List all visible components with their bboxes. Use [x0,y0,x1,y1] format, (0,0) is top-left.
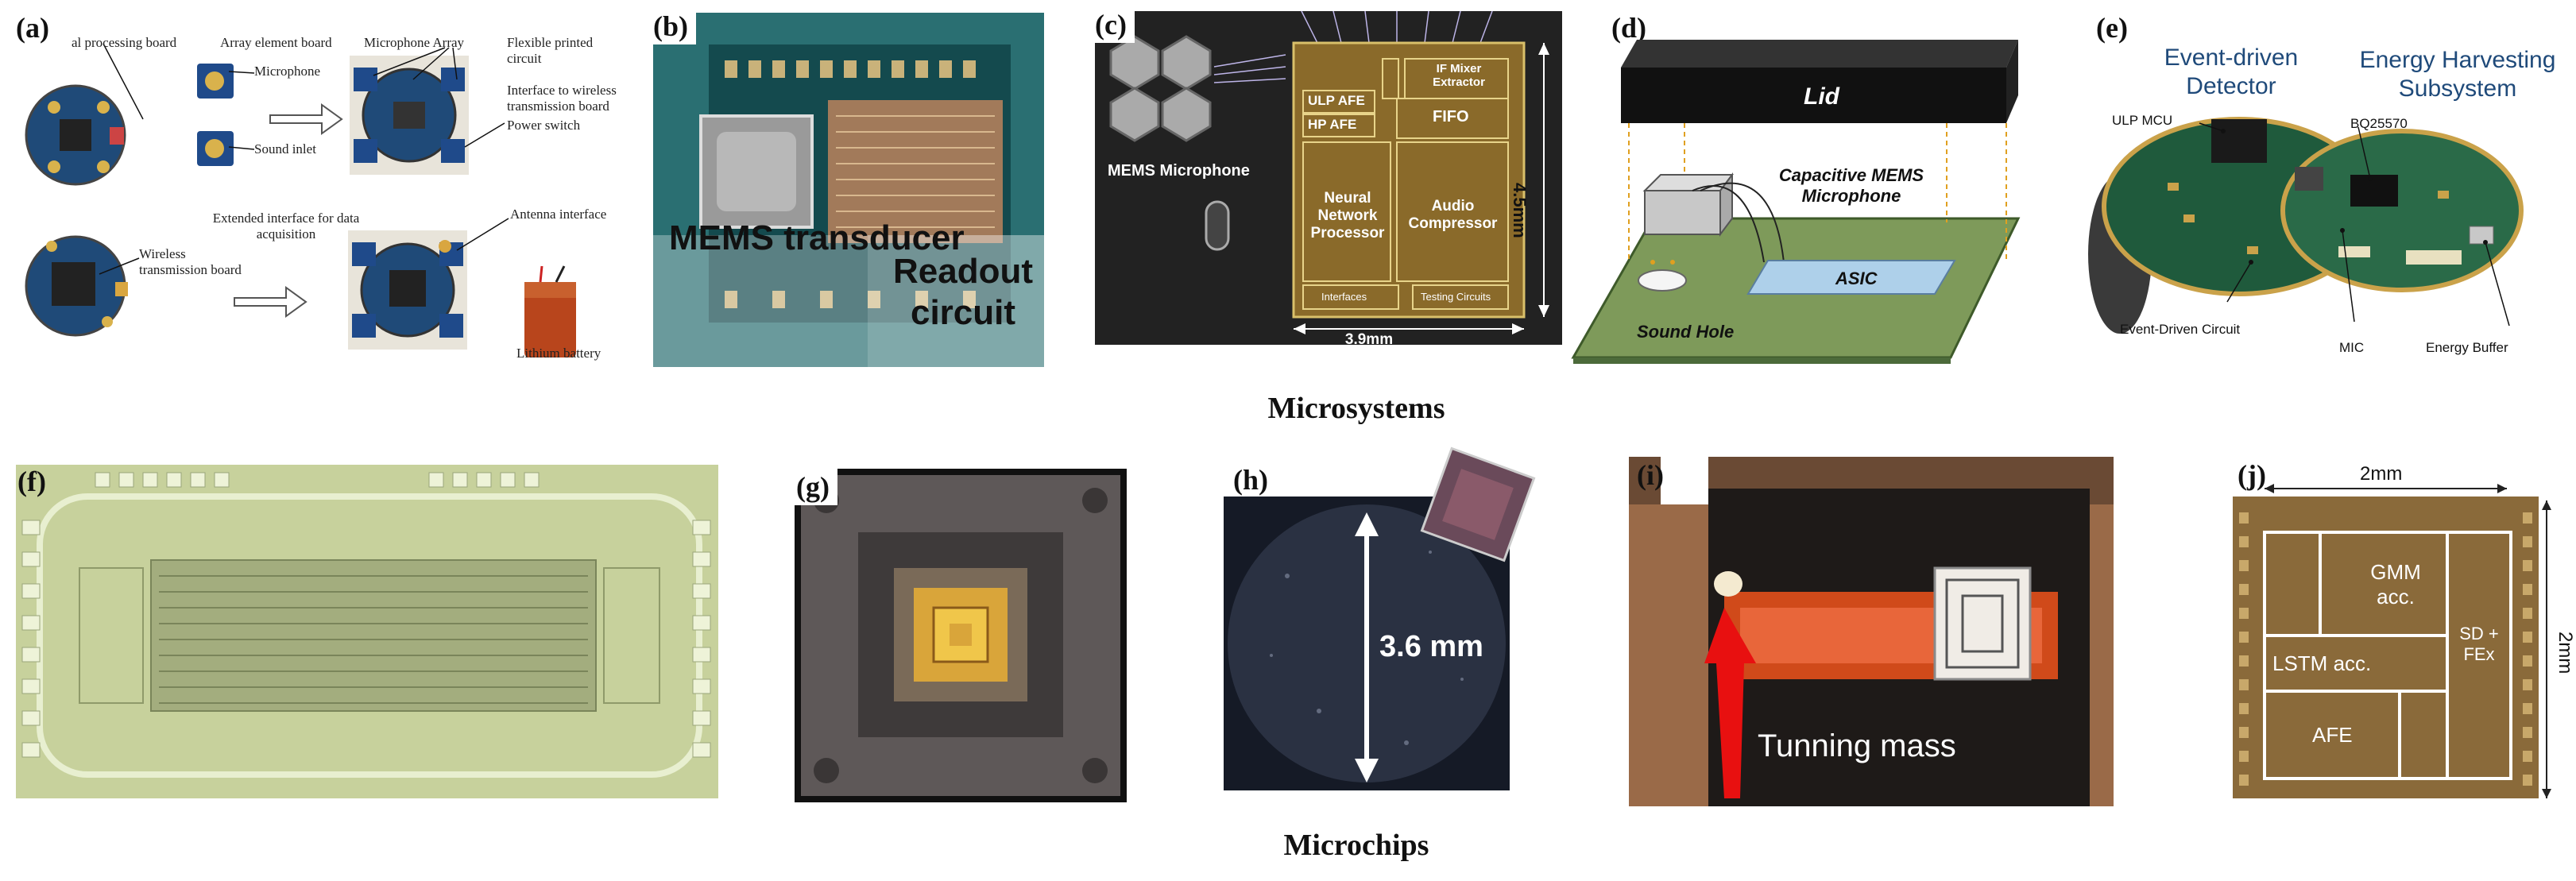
panel-d: (d) Lid Capacitive MEMS Microphone ASIC … [1571,8,2021,364]
panel-label-h: (h) [1233,464,1268,496]
label-processing-board: al processing board [72,35,177,50]
panel-label-e: (e) [2096,12,2128,44]
label-testing-circuits: Testing Circuits [1421,291,1491,303]
label-sound-hole: Sound Hole [1637,322,1735,342]
label-microphone-array: Microphone Array [364,35,465,50]
panel-b: MEMS transducer Readout circuit (b) [650,8,1044,367]
label-width-3-9mm: 3.9mm [1344,331,1394,348]
label-energy-harvesting: Energy Harvesting Subsystem [2359,47,2556,102]
panel-g-photo [795,469,1127,802]
label-neural-network: Neural Network Processor [1310,190,1385,242]
panel-label-d: (d) [1611,12,1646,44]
label-gmm-acc: GMM acc. [2370,560,2421,609]
microchips-title: Microchips [1283,829,1429,862]
panel-i: Tunning mass (i) [1629,457,2114,806]
label-extended-interface: Extended interface for data acquisition [212,211,360,242]
label-ulp-afe: ULP AFE [1308,93,1365,108]
panel-label-a: (a) [16,12,49,44]
label-lstm-acc: LSTM acc. [2272,651,2372,675]
panel-c: MEMS Microphone ULP AFE HP AFE IF Mixer … [1092,6,1562,348]
label-array-element-board: Array element board [220,35,332,50]
label-mems-transducer: MEMS transducer [669,218,965,257]
label-interfaces: Interfaces [1321,291,1367,303]
panel-a-illustration [25,43,576,357]
label-height-4-5mm: 4.5mm [1510,183,1530,238]
panel-g: (g) [795,469,1127,802]
label-event-driven-detector: Event-driven Detector [2164,44,2299,99]
label-sd-fex: SD + FEx [2459,624,2499,664]
panel-label-i: (i) [1637,459,1664,491]
panel-h-photo [1224,446,1536,790]
panel-d-illustration [1571,40,2021,364]
panel-f-photo [16,465,718,798]
panel-label-c: (c) [1092,6,1135,43]
label-power-switch: Power switch [507,118,581,133]
label-if-mixer: IF Mixer Extractor [1433,62,1485,89]
label-flexible-circuit: Flexible printed circuit [507,35,594,66]
panel-j-photo [2233,484,2551,798]
panel-j: 2mm 2mm GMM acc. LSTM acc. SD + FEx AFE … [2233,457,2576,806]
label-sound-inlet: Sound inlet [254,141,316,156]
label-interface-wireless: Interface to wireless transmission board [507,83,617,114]
label-asic: ASIC [1835,269,1878,288]
microsystems-title: Microsystems [1267,392,1445,425]
panel-label-b: (b) [650,8,696,44]
label-readout-circuit: Readout circuit [893,252,1033,332]
panel-i-photo [1629,457,2114,806]
panel-label-g: (g) [795,469,837,505]
label-width-2mm: 2mm [2360,463,2403,485]
panel-e: (e) Event-driven Detector Energy Harvest… [2088,8,2565,357]
label-height-2mm: 2mm [2555,632,2576,674]
label-wireless-board: Wireless transmission board [139,246,242,277]
panel-h: 3.6 mm (h) [1224,446,1536,798]
label-mems-microphone: MEMS Microphone [1108,162,1250,180]
panel-f: (f) [16,465,718,798]
label-energy-buffer: Energy Buffer [2426,340,2508,355]
label-afe: AFE [2312,723,2353,747]
label-lithium-battery: Lithium battery [516,346,601,361]
label-ulp-mcu: ULP MCU [2112,113,2173,128]
panel-e-photo [2088,117,2524,334]
label-fifo: FIFO [1433,108,1469,126]
label-mic: MIC [2339,340,2365,355]
label-tunning-mass: Tunning mass [1758,728,1956,763]
panel-label-f: (f) [17,466,46,497]
panel-b-photo [653,13,1044,367]
label-3-6mm: 3.6 mm [1379,630,1483,663]
label-capacitive-mems: Capacitive MEMS Microphone [1778,165,1924,206]
panel-a: (a) [16,8,636,361]
label-antenna-interface: Antenna interface [510,207,607,222]
label-microphone: Microphone [254,64,321,79]
panel-c-photo [1095,10,1562,345]
label-audio-compressor: Audio Compressor [1408,198,1498,232]
label-lid: Lid [1804,83,1839,110]
panel-label-j: (j) [2238,459,2266,491]
label-event-driven-circuit: Event-Driven Circuit [2120,322,2241,337]
label-hp-afe: HP AFE [1308,117,1357,132]
label-bq25570: BQ25570 [2350,116,2408,131]
